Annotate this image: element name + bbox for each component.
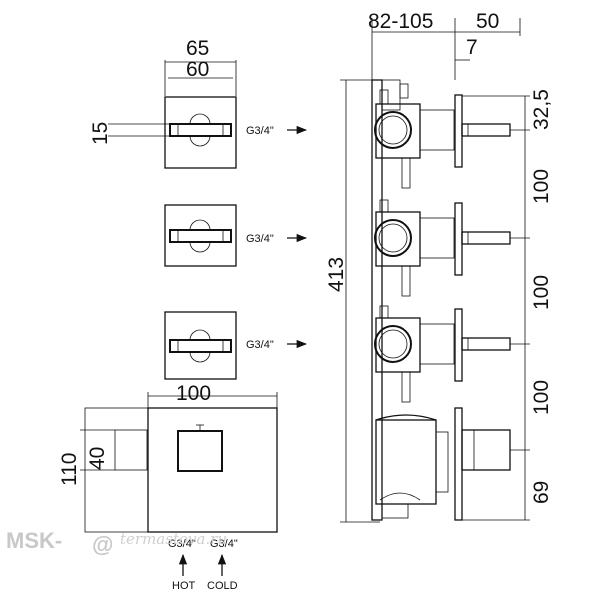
outlet-label-3: G3/4" [246,339,274,351]
dim-knob-height: 40 [86,447,109,470]
inlet-label-hot: HOT [172,580,196,592]
inlet-label-cold-thread: G3/4" [210,538,238,550]
dim-spacing-1: 100 [530,169,553,204]
side-cartridge-3 [374,305,511,403]
diverter-plate-1 [164,96,237,169]
watermark-site: termastova.ru [120,530,227,548]
thermostat-front-view: 100 40 110 G3/4" G3/4" HOT COLD [58,382,278,592]
dim-thermostat-width: 100 [176,382,211,405]
dim-handle-projection: 50 [476,10,499,33]
diverter-plate-2 [164,204,237,267]
watermark-at-sign: @ [92,532,113,557]
front-view-diverters: 65 60 15 [89,37,308,380]
diverter-plate-3 [164,311,237,380]
dim-bottom-offset: 69 [530,481,553,504]
side-thermostat [375,407,511,521]
dim-plate-thickness: 7 [466,36,478,59]
side-cartridge-2 [374,199,511,297]
outlet-label-2: G3/4" [246,233,274,245]
outlet-label-1: G3/4" [246,125,274,137]
watermark: MSK- @ termastova.ru [6,528,227,557]
side-view: 82-105 50 7 413 [325,10,553,523]
dim-body-depth-range: 82-105 [368,10,433,33]
inlet-label-hot-thread: G3/4" [168,538,196,550]
side-cartridge-1 [374,89,511,189]
dim-thermostat-height: 110 [58,453,81,486]
dim-plate-inner-width: 60 [186,58,209,81]
dim-handle-height: 15 [89,122,112,145]
dim-plate-outer-width: 65 [186,37,209,60]
inlet-label-cold: COLD [207,580,238,592]
dim-top-offset: 32,5 [530,89,553,130]
dim-total-height: 413 [325,257,348,292]
dim-spacing-2: 100 [530,275,553,310]
watermark-brand: MSK- [6,528,62,553]
dim-spacing-3: 100 [530,380,553,415]
